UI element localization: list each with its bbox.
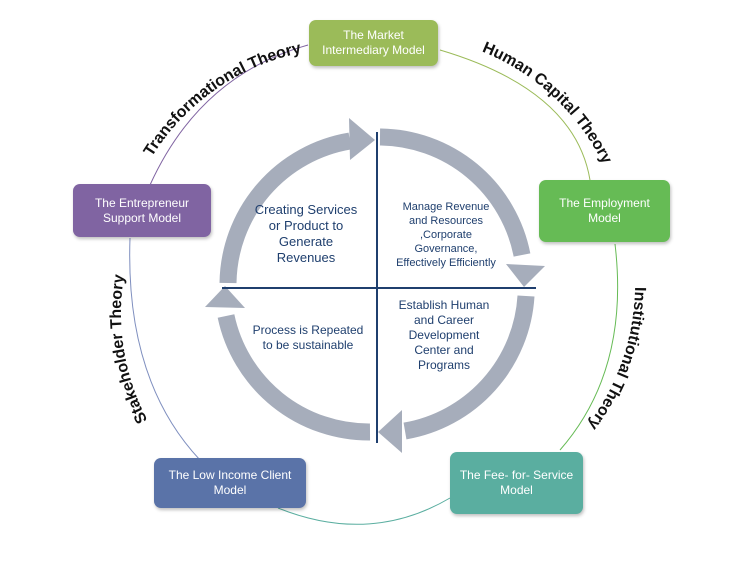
cycle-arrows [205, 118, 545, 453]
quadrant-bottom-right-text: Establish Human and Career Development C… [398, 298, 490, 372]
box-fee-for-service-model: The Fee- for- Service Model [450, 452, 583, 514]
arrow-top-left-arc [219, 132, 352, 284]
arc-entrepreneur-market [149, 44, 309, 186]
box-employment-model: The Employment Model [539, 180, 670, 242]
arc-lowincome-entrepreneur [129, 237, 201, 461]
theory-human-capital: Human Capital Theory [480, 39, 615, 166]
theory-institutional: Institutional Theory [584, 287, 648, 433]
arrow-bottom-left-head [205, 286, 245, 308]
arrow-top-right-arc [379, 128, 531, 257]
arc-fee-lowincome [277, 497, 451, 525]
box-market-intermediary-model: The Market Intermediary Model [309, 20, 438, 66]
quadrant-bottom-left-text: Process is Repeated to be sustainable [252, 323, 364, 352]
arrow-top-right-head [506, 264, 545, 287]
arc-market-employment [439, 49, 591, 181]
arrow-bottom-left-arc [217, 314, 371, 441]
arrow-top-left-head [349, 118, 375, 160]
arc-employment-fee [559, 243, 619, 451]
quadrant-top-left-text: Creating Services or Product to Generate… [254, 202, 358, 265]
theory-stakeholder: Stakeholder Theory [108, 273, 151, 426]
theory-transformational: Transformational Theory [141, 40, 303, 159]
box-low-income-client-model: The Low Income Client Model [154, 458, 306, 508]
box-entrepreneur-support-model: The Entrepreneur Support Model [73, 184, 211, 237]
arrow-bottom-right-arc [403, 295, 535, 440]
quadrant-top-right-text: Manage Revenue and Resources ,Corporate … [396, 201, 496, 269]
arrow-bottom-right-head [378, 410, 402, 453]
